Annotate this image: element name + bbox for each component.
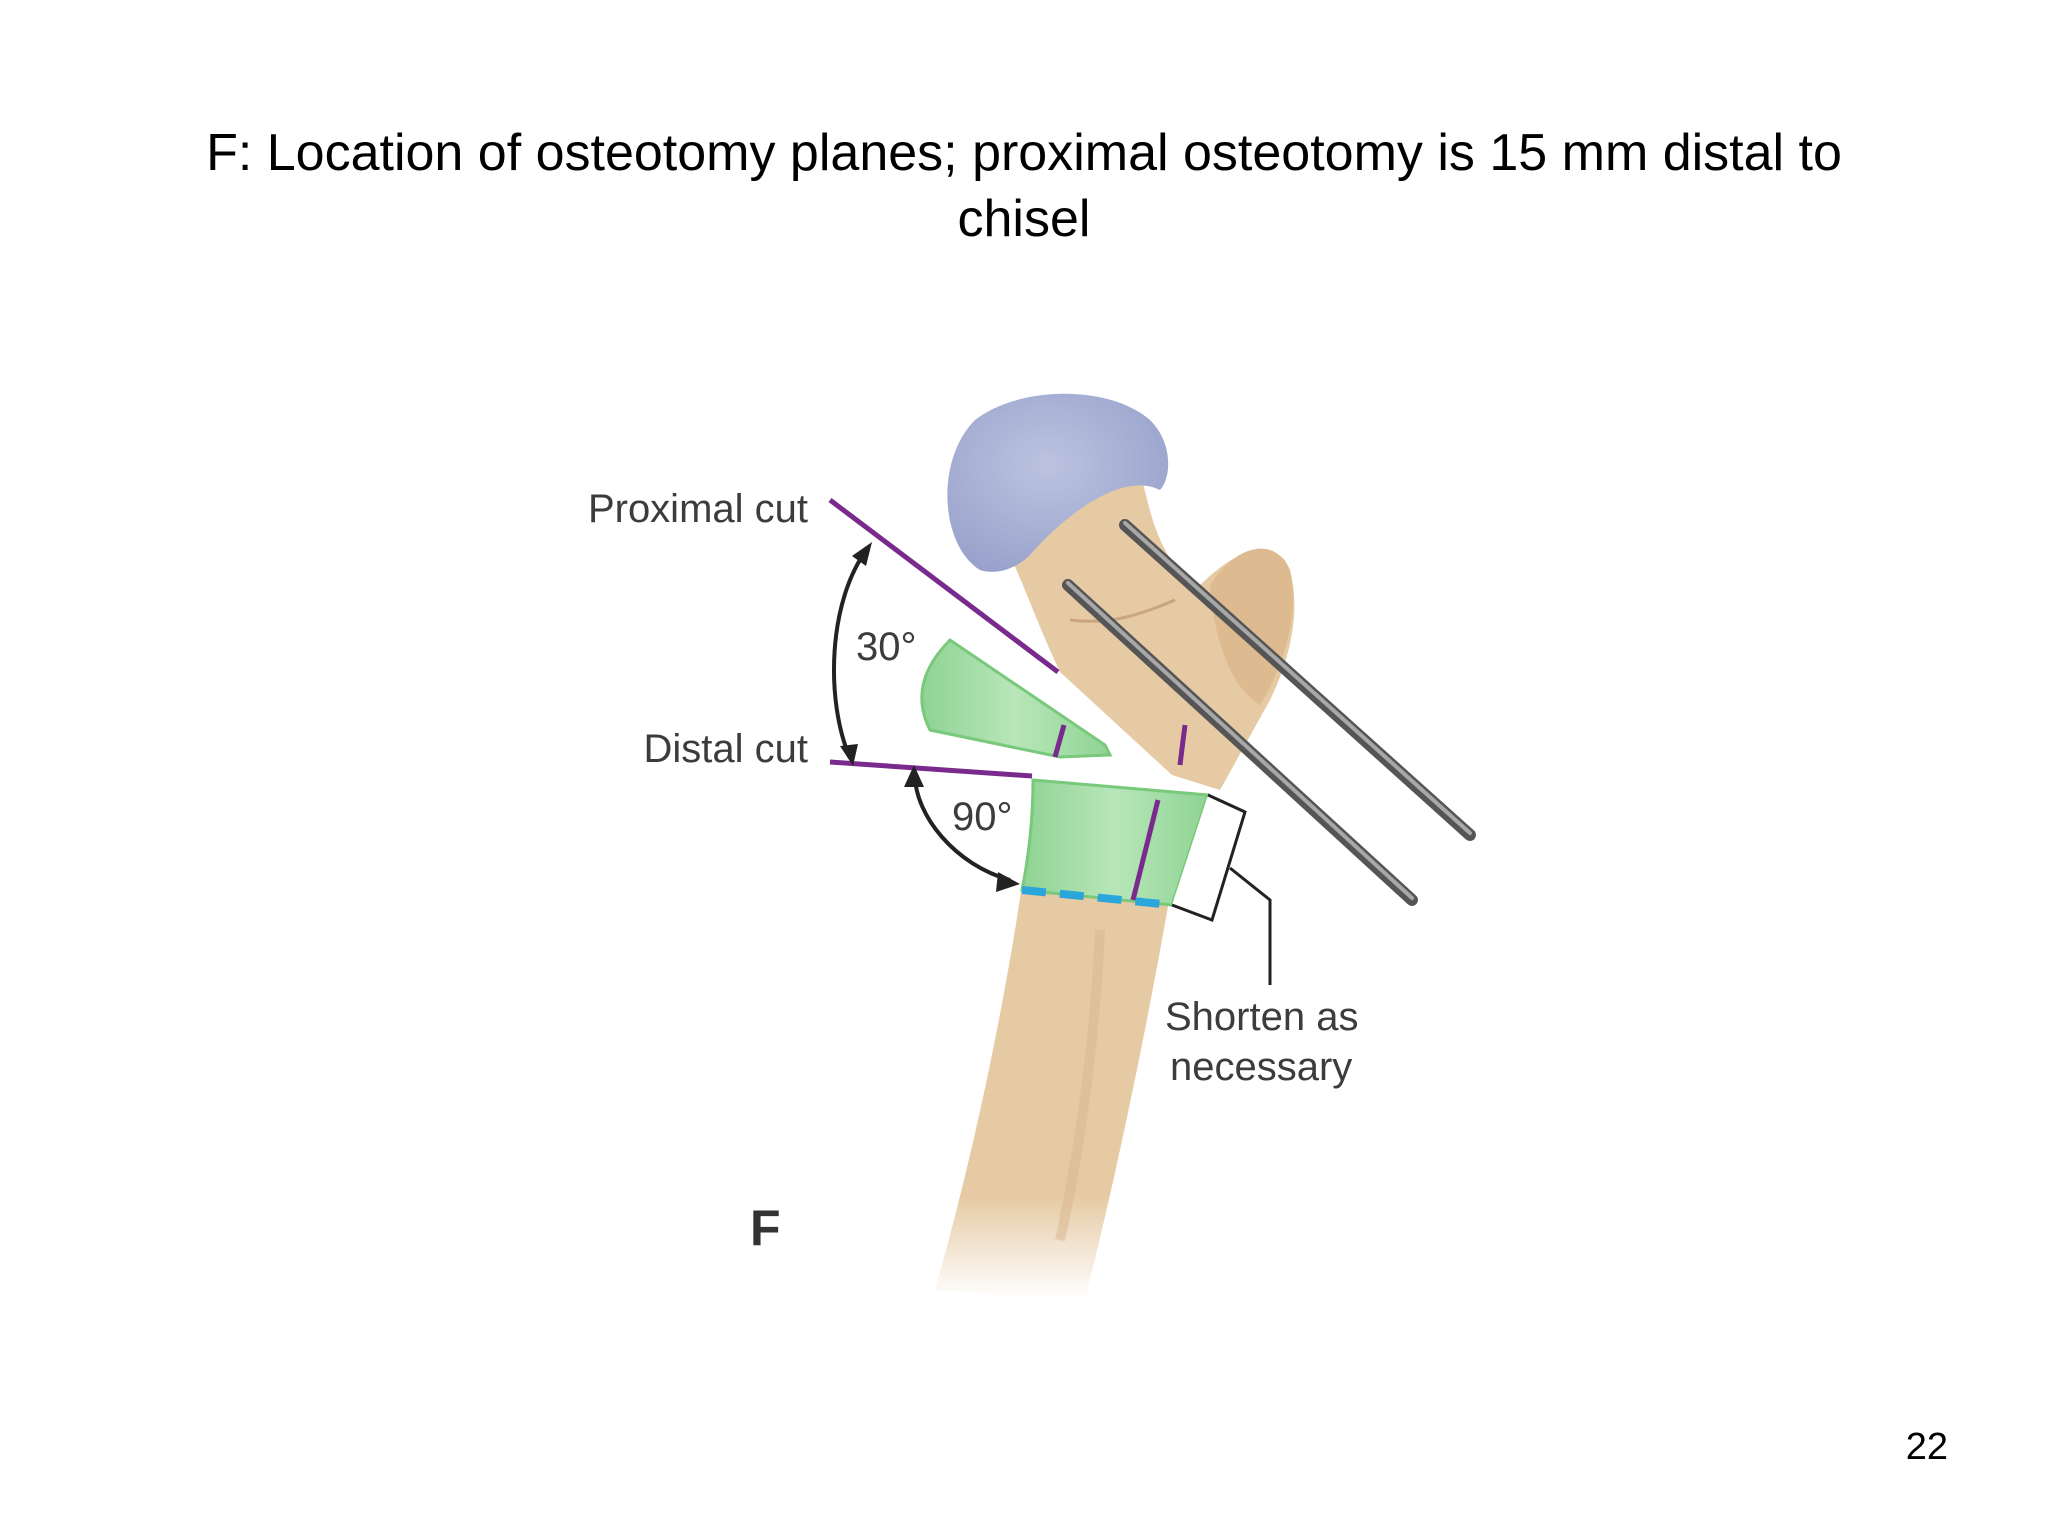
guide-pin-upper-highlight: [1123, 521, 1472, 835]
femur-shaft-shading: [1055, 929, 1105, 1242]
guide-pin-lower-highlight: [1066, 581, 1414, 900]
label-shorten-line-1: Shorten as: [1165, 995, 1358, 1039]
wedge-purple-mark: [1052, 724, 1067, 758]
distal-cut-line: [829, 759, 1033, 779]
label-angle-90: 90°: [952, 795, 1013, 839]
angle-arc-30: [832, 546, 870, 759]
proximal-fragment-purple-mark: [1177, 724, 1188, 766]
angle-arc-90: [913, 774, 1011, 882]
femoral-head: [947, 393, 1169, 572]
panel-letter: F: [750, 1200, 781, 1256]
slide-title-line-2: chisel: [957, 190, 1091, 248]
angle-arc-30-arrowhead-top: [852, 542, 872, 566]
shorten-bracket: [1171, 793, 1247, 922]
angle-arc-90-arrowhead-bottom: [996, 872, 1020, 892]
label-proximal-cut: Proximal cut: [588, 487, 808, 531]
dashed-cut-line: [1021, 886, 1173, 909]
angle-arc-90-arrowhead-top: [904, 765, 924, 787]
femur-shaft: [935, 885, 1170, 1300]
shorten-leader-line: [1229, 866, 1272, 985]
proximal-fragment: [1010, 475, 1295, 790]
greater-trochanter: [1210, 548, 1294, 705]
proximal-cut-line: [828, 498, 1060, 674]
slide-title-line-1: F: Location of osteotomy planes; proxima…: [206, 124, 1842, 182]
angle-arc-30-arrowhead-bottom: [840, 744, 858, 766]
page-number: 22: [1905, 1426, 1948, 1468]
label-distal-cut: Distal cut: [644, 727, 809, 771]
label-angle-30: 30°: [856, 625, 917, 669]
label-shorten-line-2: necessary: [1170, 1045, 1352, 1089]
distal-segment-purple-mark: [1130, 799, 1161, 901]
slide-title: F: Location of osteotomy planes; proxima…: [100, 120, 1948, 252]
growth-plate-line: [1069, 598, 1176, 623]
